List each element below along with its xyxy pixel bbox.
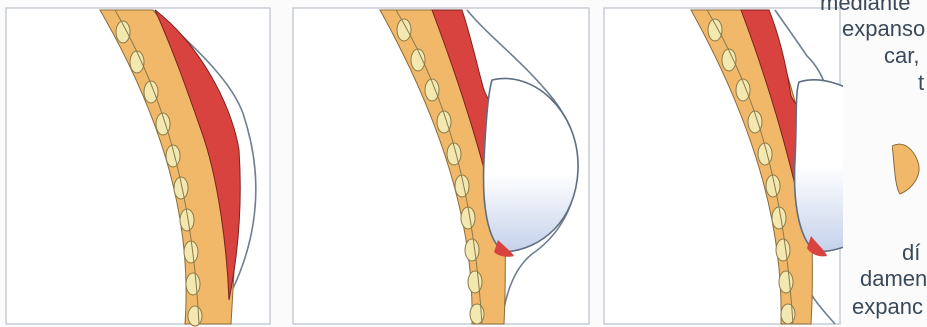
caption-line-2: expanso xyxy=(842,18,925,40)
diagram-panel-expanded xyxy=(603,0,843,327)
caption-line-5: dí xyxy=(902,242,920,264)
caption-line-6: damen xyxy=(860,268,927,290)
caption-line-7: expanc xyxy=(852,296,923,318)
diagram-panel-before xyxy=(5,0,273,327)
tissue-expander xyxy=(795,80,843,252)
caption-line-3: car, xyxy=(884,45,919,67)
diagram-panel-expander xyxy=(292,0,592,327)
caption-line-4: t xyxy=(918,72,924,94)
nipple xyxy=(892,140,927,200)
caption-line-1: mediante xyxy=(820,0,911,14)
